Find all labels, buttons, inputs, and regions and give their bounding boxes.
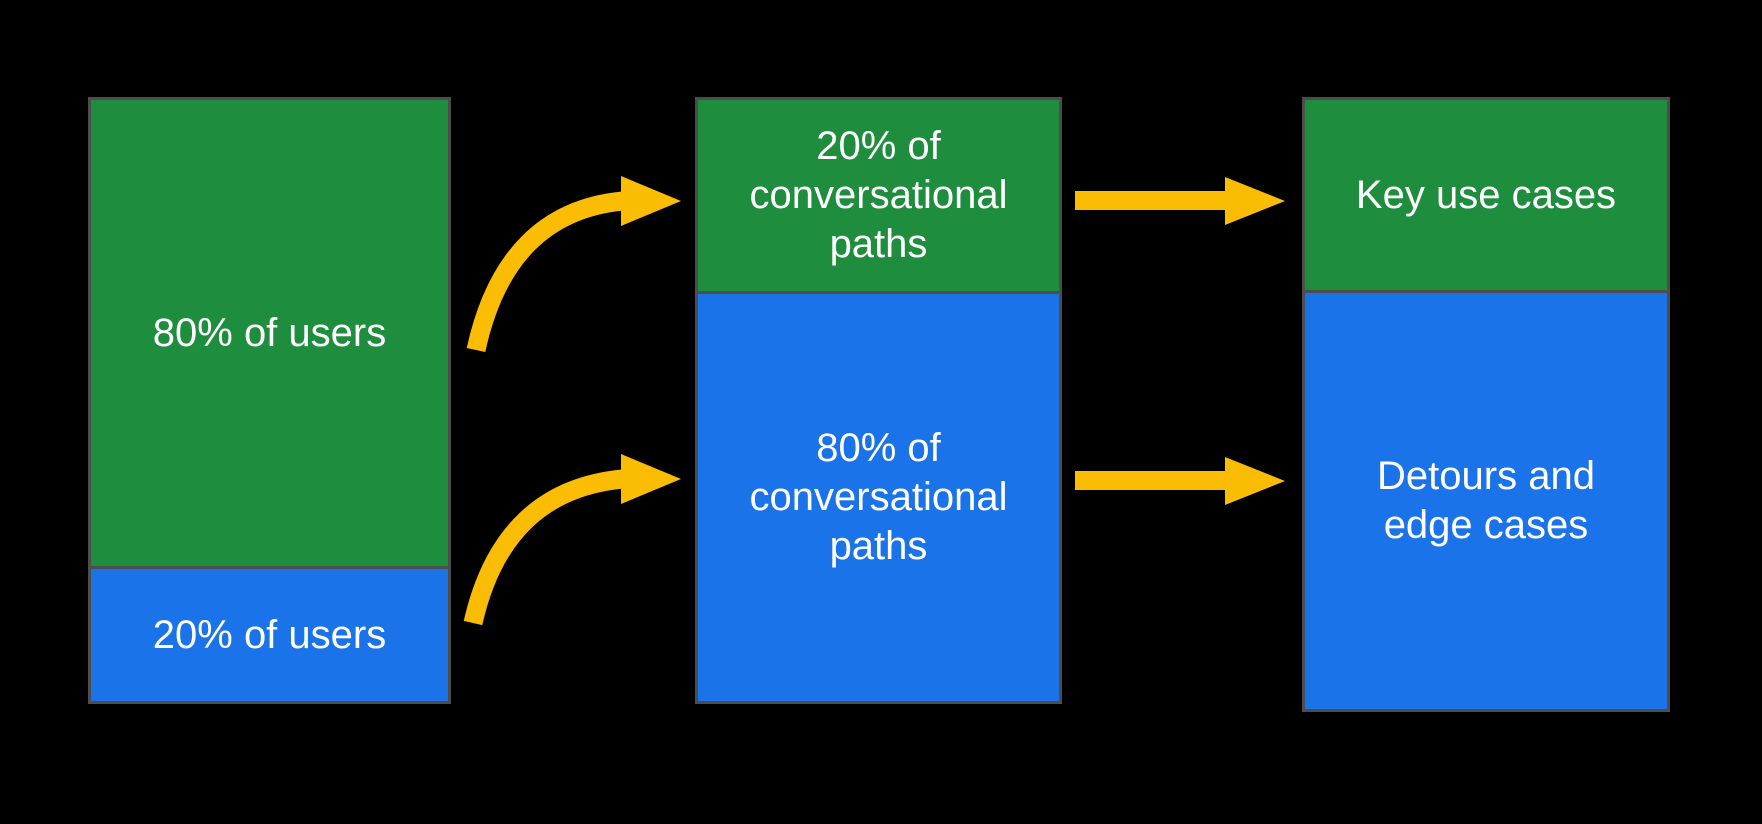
column-users: 80% of users 20% of users: [88, 97, 451, 704]
segment-label: 20% of conversational paths: [749, 124, 1008, 266]
column-conversational-paths: 20% of conversational paths 80% of conve…: [695, 97, 1062, 704]
curved-arrow-users-to-paths-bottom-icon: [463, 454, 681, 626]
segment-80-percent-users: 80% of users: [91, 100, 448, 569]
segment-label: Key use cases: [1355, 172, 1617, 217]
segment-key-use-cases: Key use cases: [1305, 100, 1667, 293]
segment-80-percent-paths: 80% of conversational paths: [698, 294, 1059, 701]
curved-arrow-users-to-paths-top-icon: [466, 176, 681, 353]
segment-label: Detours and edge cases: [1377, 454, 1595, 547]
segment-label: 80% of conversational paths: [749, 426, 1008, 568]
segment-label: 80% of users: [152, 310, 387, 355]
column-outcomes: Key use cases Detours and edge cases: [1302, 97, 1670, 712]
segment-label: 20% of users: [152, 612, 387, 657]
segment-detours-edge-cases: Detours and edge cases: [1305, 293, 1667, 709]
straight-arrow-paths-to-key-use-cases-icon: [1075, 177, 1285, 225]
segment-20-percent-users: 20% of users: [91, 569, 448, 701]
segment-20-percent-paths: 20% of conversational paths: [698, 100, 1059, 294]
straight-arrow-paths-to-detours-icon: [1075, 457, 1285, 505]
